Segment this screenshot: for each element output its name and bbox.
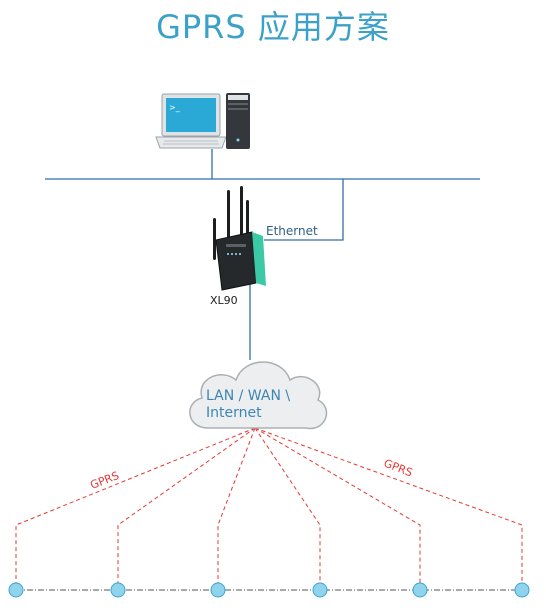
cloud-label-line2: Internet [206,405,262,421]
ethernet-label: Ethernet [266,224,318,238]
field-nodes [8,582,530,598]
cloud-label-line1: LAN / WAN \ [206,388,290,404]
field-node-icon [312,582,328,598]
field-node-icon [210,582,226,598]
svg-text:>_: >_ [169,103,181,112]
diagram-title: GPRS 应用方案 [156,8,390,46]
field-node-icon [8,582,24,598]
cloud-icon [189,361,328,430]
router-icon [213,186,266,291]
gprs-label-left: GPRS [88,469,120,492]
field-node-icon [514,582,530,598]
field-node-icon [110,582,126,598]
gprs-links [15,427,523,588]
field-node-icon [412,582,428,598]
computer-icon: >_ [155,93,250,149]
device-label: XL90 [210,294,238,307]
ethernet-network-lines [45,149,480,360]
